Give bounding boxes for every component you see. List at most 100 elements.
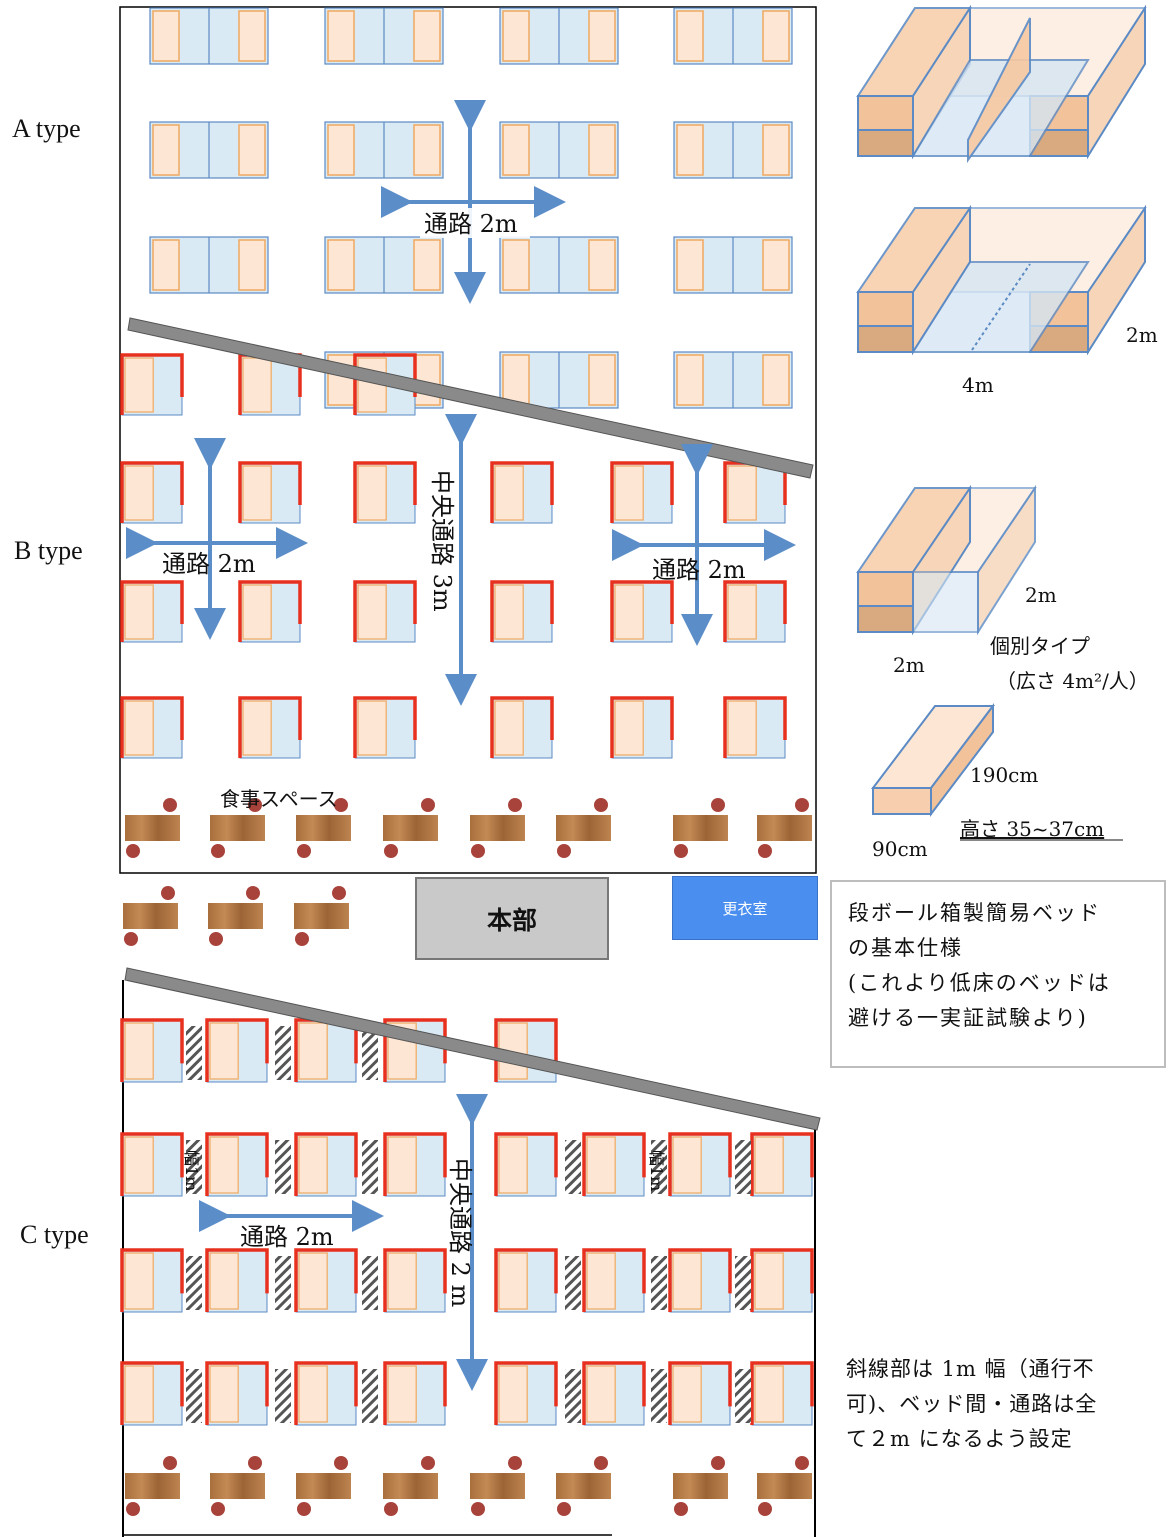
chair (211, 1502, 225, 1516)
hatched-gap (565, 1369, 581, 1423)
dining-table (757, 798, 812, 858)
bed (727, 465, 757, 521)
table-top (296, 1473, 351, 1499)
bed (588, 124, 616, 176)
chair (297, 844, 311, 858)
hatch-note-line: て２m になるよう設定 (846, 1427, 1073, 1451)
chair (471, 1502, 485, 1516)
red-partition (120, 696, 184, 758)
bed (298, 1252, 328, 1310)
dim-90cm: 90cm (872, 837, 928, 861)
red-partition (668, 1361, 732, 1425)
bed (242, 584, 272, 640)
bed (327, 124, 355, 176)
individual-bed-unit (610, 461, 674, 524)
bed (676, 124, 704, 176)
red-partition (383, 1248, 447, 1312)
a-type-bed-unit (499, 7, 619, 65)
chair (332, 886, 346, 900)
table-top (383, 1473, 438, 1499)
hatch-note-line: 可)、ベッド間・通路は全 (846, 1392, 1098, 1416)
hatched-gap (735, 1140, 751, 1194)
bed-illustration-single-box (870, 703, 996, 817)
chair (421, 1456, 435, 1470)
dining-table (294, 886, 349, 946)
bed (124, 1252, 154, 1310)
individual-bed-unit (205, 1018, 269, 1083)
bed (152, 10, 180, 62)
a-type-bed-unit (149, 7, 269, 65)
individual-bed-unit (205, 1361, 269, 1426)
bed (588, 354, 616, 406)
red-partition (610, 461, 674, 523)
dining-table (556, 1456, 611, 1516)
hatched-gap (651, 1256, 667, 1310)
hatched-gap (565, 1256, 581, 1310)
individual-bed-unit (490, 696, 554, 759)
bed (124, 1365, 154, 1423)
individual-bed-unit (723, 580, 787, 643)
bed (327, 239, 355, 291)
c-type-bed-grid (120, 1018, 814, 1426)
red-partition (582, 1361, 646, 1425)
table-top (125, 1473, 180, 1499)
individual-bed-unit (610, 580, 674, 643)
individual-bed-unit (120, 696, 184, 759)
red-partition (582, 1248, 646, 1312)
bed (672, 1252, 702, 1310)
individual-bed-unit (750, 1132, 814, 1197)
bed-illustration-b-type (856, 204, 1147, 356)
bed (387, 1252, 417, 1310)
chair (557, 844, 571, 858)
individual-bed-unit (353, 696, 417, 759)
table-top (123, 903, 178, 929)
individual-bed-unit (120, 1248, 184, 1313)
dining-table (123, 886, 178, 946)
a-type-bed-unit (673, 121, 793, 179)
dining-table (470, 1456, 525, 1516)
individual-bed-unit (582, 1248, 646, 1313)
dining-table (210, 1456, 265, 1516)
bed (502, 239, 530, 291)
individual-bed-unit (490, 580, 554, 643)
chair (795, 798, 809, 812)
red-partition (238, 580, 302, 642)
red-partition (353, 461, 417, 523)
bed (502, 124, 530, 176)
table-top (673, 815, 728, 841)
red-partition (120, 1248, 184, 1312)
hatched-gap (186, 1256, 202, 1310)
bed-illustration-individual (856, 484, 1037, 636)
b-aisle-left-label: 通路 2m (162, 550, 256, 578)
bed (413, 124, 441, 176)
bed (124, 357, 154, 413)
table-top (757, 1473, 812, 1499)
dining-tables (123, 798, 812, 1516)
red-partition (750, 1132, 814, 1196)
red-partition (668, 1132, 732, 1196)
headquarters-box: 本部 (415, 877, 609, 960)
dining-table (673, 1456, 728, 1516)
bed (498, 1365, 528, 1423)
bed (586, 1252, 616, 1310)
hatched-gap (735, 1256, 751, 1310)
bed (238, 124, 266, 176)
a-type-label: A type (12, 114, 81, 143)
chair (471, 844, 485, 858)
individual-bed-unit (120, 1361, 184, 1426)
b-type-bed-grid (120, 353, 787, 759)
red-partition (238, 461, 302, 523)
bed (614, 700, 644, 756)
red-partition (205, 1248, 269, 1312)
individual-bed-unit (668, 1361, 732, 1426)
dining-table (673, 798, 728, 858)
chair (209, 932, 223, 946)
red-partition (494, 1248, 558, 1312)
individual-bed-unit (750, 1361, 814, 1426)
red-partition (723, 580, 787, 642)
bed-spec-line: の基本仕様 (848, 936, 963, 960)
chair (163, 798, 177, 812)
bed-spec-line: 段ボール箱製簡易ベッド (848, 901, 1101, 925)
table-top (296, 815, 351, 841)
